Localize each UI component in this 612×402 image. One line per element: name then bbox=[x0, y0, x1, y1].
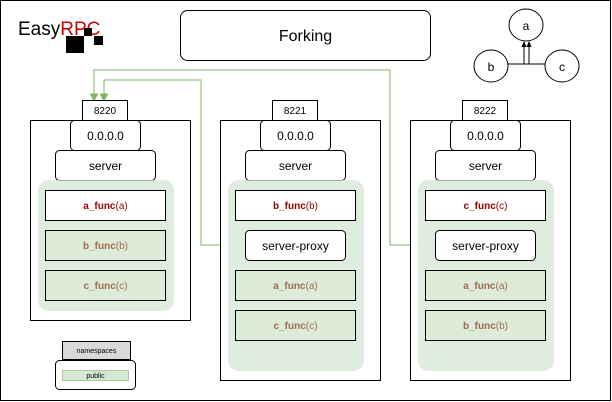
proxy-box-8221 bbox=[245, 230, 346, 261]
proxy-box-8222 bbox=[435, 230, 536, 261]
address-label-8222: 0.0.0.0 bbox=[467, 129, 504, 143]
func-box-8221-1 bbox=[235, 270, 356, 301]
func-box-8220-2 bbox=[45, 270, 166, 301]
func-box-8222-0 bbox=[425, 190, 546, 221]
tree-label-a: a bbox=[523, 19, 530, 33]
func-label-8221-0: b_func(b) bbox=[273, 201, 318, 212]
server-label-8220: server bbox=[89, 159, 122, 173]
legend-public-label: public bbox=[86, 373, 105, 380]
legend-title: namespaces bbox=[77, 348, 117, 355]
address-label-8220: 0.0.0.0 bbox=[87, 129, 124, 143]
func-label-8222-1: a_func(a) bbox=[463, 281, 507, 292]
logo-square-small bbox=[94, 36, 103, 45]
func-box-8221-0 bbox=[235, 190, 356, 221]
func-box-8220-1 bbox=[45, 230, 166, 261]
func-box-8220-0 bbox=[45, 190, 166, 221]
server-label-8221: server bbox=[279, 159, 312, 173]
proxy-label-8221: server-proxy bbox=[262, 239, 329, 253]
func-label-8220-0: a_func(a) bbox=[83, 201, 127, 212]
title-text: Forking bbox=[279, 28, 332, 45]
tree-node-a bbox=[508, 8, 544, 42]
legend-title-box bbox=[62, 341, 131, 360]
server-node-8222: 8222 0.0.0.0 server c_func(c) server-pro… bbox=[410, 100, 571, 381]
port-label-8220: 8220 bbox=[94, 106, 117, 117]
connector-arrow-8221 bbox=[99, 93, 109, 103]
func-label-8222-0: c_func(c) bbox=[464, 201, 508, 212]
func-label-8221-1: a_func(a) bbox=[273, 281, 317, 292]
proxy-label-8222: server-proxy bbox=[452, 239, 519, 253]
func-label-8222-2: b_func(b) bbox=[463, 321, 508, 332]
func-label-8221-2: c_func(c) bbox=[274, 321, 318, 332]
func-box-8221-2 bbox=[235, 310, 356, 341]
func-label-8220-1: b_func(b) bbox=[83, 241, 128, 252]
server-node-8220: 8220 0.0.0.0 server a_func(a) b_func(b) … bbox=[30, 100, 191, 321]
func-box-8222-2 bbox=[425, 310, 546, 341]
connector-8222-to-8220 bbox=[93, 69, 436, 246]
tree-arrow-b-a bbox=[521, 41, 527, 47]
namespace-legend: namespaces public bbox=[55, 341, 136, 390]
title-box: Forking bbox=[180, 10, 431, 61]
tree-node-c bbox=[544, 49, 580, 83]
proxy-connectors bbox=[89, 69, 436, 246]
logo-square-large bbox=[66, 36, 84, 53]
port-label-8221: 8221 bbox=[284, 106, 307, 117]
logo-text-easy: Easy bbox=[18, 19, 61, 40]
legend-public-swatch bbox=[62, 370, 129, 381]
connector-arrow-8222 bbox=[89, 93, 99, 103]
server-node-8221: 8221 0.0.0.0 server b_func(b) server-pro… bbox=[220, 100, 381, 381]
tree-arrow-c-a bbox=[526, 41, 532, 47]
tree-node-b bbox=[473, 49, 509, 83]
tree-diagram: a b c bbox=[473, 8, 580, 83]
address-label-8221: 0.0.0.0 bbox=[277, 129, 314, 143]
easyrpc-logo: EasyRPC bbox=[18, 19, 103, 53]
func-label-8220-2: c_func(c) bbox=[84, 281, 128, 292]
logo-text: EasyRPC bbox=[18, 19, 100, 40]
func-box-8222-1 bbox=[425, 270, 546, 301]
tree-label-b: b bbox=[488, 60, 495, 74]
port-label-8222: 8222 bbox=[474, 106, 497, 117]
server-label-8222: server bbox=[469, 159, 502, 173]
connector-8221-to-8220 bbox=[103, 79, 246, 246]
logo-square-mid bbox=[84, 28, 92, 36]
tree-label-c: c bbox=[559, 60, 565, 74]
